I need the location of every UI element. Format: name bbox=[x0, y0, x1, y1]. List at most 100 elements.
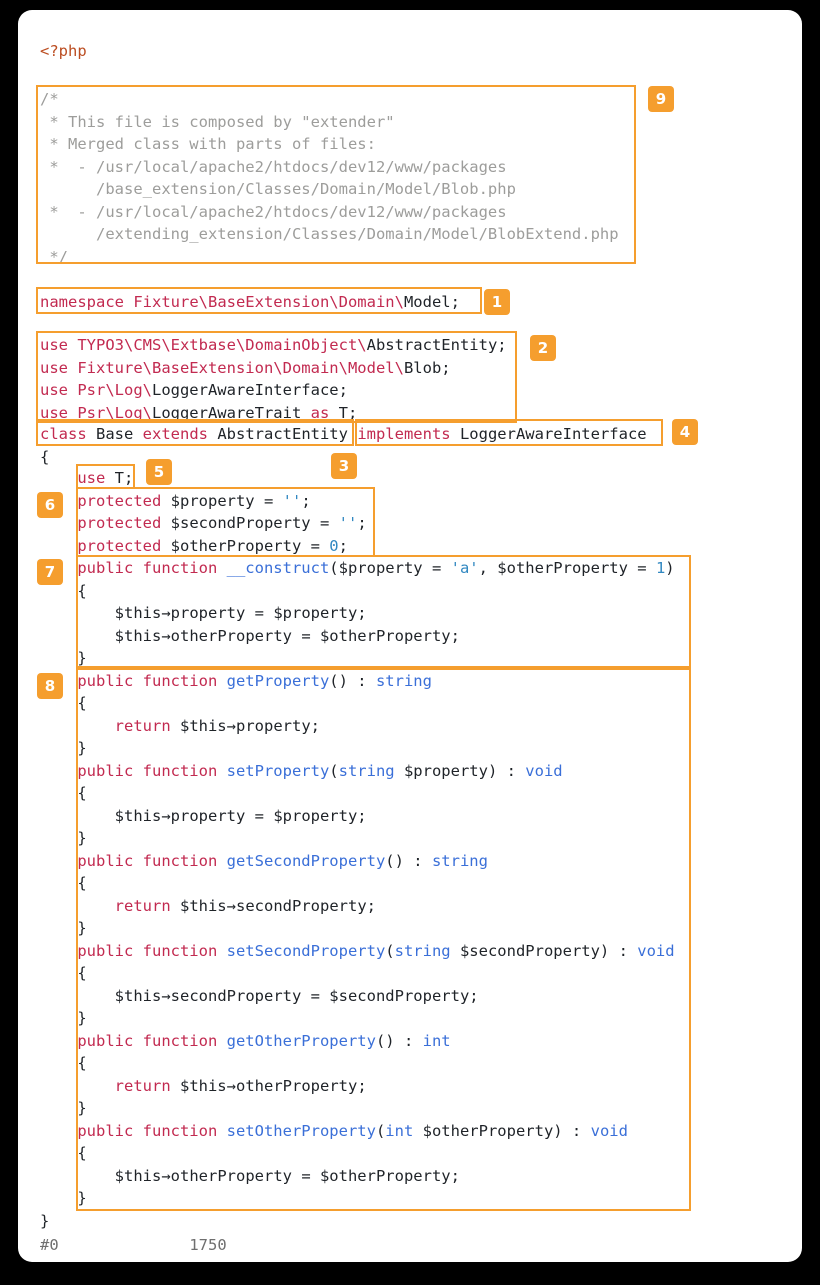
code-token: () : bbox=[375, 1031, 423, 1050]
code-token: ( bbox=[385, 941, 395, 960]
code-token: { bbox=[40, 1054, 87, 1072]
code-token: otherProperty = $otherProperty; bbox=[170, 626, 460, 645]
namespace-line: namespace Fixture\BaseExtension\Domain\M… bbox=[40, 291, 460, 314]
code-token: '' bbox=[338, 514, 358, 532]
code-line: class Base extends AbstractEntity implem… bbox=[40, 423, 647, 446]
code-line: } bbox=[40, 647, 675, 670]
code-token: LoggerAwareInterface; bbox=[151, 381, 348, 399]
code-token: public function bbox=[77, 1031, 227, 1050]
code-token: void bbox=[525, 761, 563, 780]
code-token: Psr\Log\ bbox=[77, 403, 152, 422]
code-token: string bbox=[338, 761, 395, 780]
code-token bbox=[40, 1122, 77, 1140]
code-token: setProperty bbox=[226, 761, 330, 780]
code-token: string bbox=[394, 941, 451, 960]
use-imports-block: use TYPO3\CMS\Extbase\DomainObject\Abstr… bbox=[40, 334, 507, 424]
code-token: $this bbox=[179, 1076, 227, 1095]
arrow-operator-glyph: → bbox=[161, 626, 171, 645]
code-token: extends bbox=[142, 425, 218, 443]
code-line: /base_extension/Classes/Domain/Model/Blo… bbox=[40, 178, 619, 201]
code-token: /extending_extension/Classes/Domain/Mode… bbox=[40, 225, 619, 243]
code-line: use Psr\Log\LoggerAwareInterface; bbox=[40, 379, 507, 402]
code-token: $property) : bbox=[394, 761, 526, 780]
code-token: return bbox=[114, 716, 180, 735]
code-token: ($property = bbox=[329, 559, 451, 577]
code-token: AbstractEntity bbox=[217, 425, 358, 443]
code-line: public function setProperty(string $prop… bbox=[40, 760, 675, 783]
code-line: } bbox=[40, 827, 675, 850]
arrow-operator-glyph: → bbox=[161, 986, 171, 1005]
class-close-brace: } bbox=[40, 1210, 49, 1233]
code-token: <?php bbox=[40, 42, 87, 60]
code-token: T; bbox=[338, 403, 358, 422]
code-line: use Fixture\BaseExtension\Domain\Model\B… bbox=[40, 357, 507, 380]
code-line: } bbox=[40, 917, 675, 940]
annotation-badge-5: 5 bbox=[146, 459, 172, 485]
code-line: $this→property = $property; bbox=[40, 805, 675, 828]
code-token: public function bbox=[77, 559, 227, 577]
code-line: } bbox=[40, 1187, 675, 1210]
code-token: otherProperty; bbox=[236, 1076, 367, 1095]
code-token: property = $property; bbox=[170, 604, 367, 622]
arrow-operator-glyph: → bbox=[226, 1076, 236, 1095]
code-token: use bbox=[40, 336, 78, 354]
code-token: public function bbox=[77, 761, 227, 780]
code-token bbox=[40, 537, 77, 555]
arrow-operator-glyph: → bbox=[226, 716, 236, 735]
code-line: return $this→secondProperty; bbox=[40, 895, 675, 918]
code-token: class bbox=[40, 425, 96, 443]
code-token: () : bbox=[385, 851, 432, 870]
code-token: 0 bbox=[329, 536, 339, 555]
code-token: Fixture\BaseExtension\Domain\ bbox=[133, 293, 404, 311]
code-token: $secondProperty = bbox=[170, 514, 339, 532]
code-token: ( bbox=[329, 761, 339, 780]
annotation-badge-1: 1 bbox=[484, 289, 510, 315]
code-token: public function bbox=[77, 671, 227, 690]
code-line: namespace Fixture\BaseExtension\Domain\M… bbox=[40, 291, 460, 314]
code-line: */ bbox=[40, 246, 619, 269]
code-token: { bbox=[40, 1144, 87, 1162]
code-token: } bbox=[40, 1009, 87, 1027]
code-token: Psr\Log\ bbox=[77, 381, 152, 399]
code-token: Model; bbox=[403, 293, 460, 311]
arrow-operator-glyph: → bbox=[161, 1166, 171, 1185]
code-token: Fixture\BaseExtension\Domain\Model\ bbox=[77, 358, 404, 377]
code-token: protected bbox=[77, 514, 171, 532]
code-token: $this bbox=[40, 604, 162, 622]
code-token: public function bbox=[77, 851, 227, 870]
code-token: return bbox=[114, 896, 180, 915]
code-line: use T; bbox=[40, 467, 675, 490]
code-token: #0 bbox=[40, 1236, 59, 1254]
code-token: TYPO3\CMS\Extbase\DomainObject\ bbox=[77, 336, 367, 354]
code-token: ; bbox=[301, 491, 311, 510]
code-token: void bbox=[637, 941, 675, 960]
code-token: '' bbox=[282, 491, 302, 510]
code-token: protected bbox=[77, 491, 171, 510]
class-open-brace: { bbox=[40, 446, 49, 469]
code-token bbox=[40, 1032, 77, 1050]
code-token: int bbox=[422, 1031, 451, 1050]
code-token bbox=[40, 1077, 115, 1095]
code-viewer-card: <?php /* * This file is composed by "ext… bbox=[18, 10, 802, 1262]
php-open-tag-line: <?php bbox=[40, 40, 87, 63]
code-token: * - /usr/local/apache2/htdocs/dev12/www/… bbox=[40, 157, 507, 176]
code-token bbox=[59, 1236, 190, 1254]
code-token: ( bbox=[375, 1121, 386, 1140]
code-token: LoggerAwareTrait bbox=[151, 403, 302, 422]
arrow-operator-glyph: → bbox=[226, 896, 236, 915]
code-token: string bbox=[375, 671, 432, 690]
code-token: 1750 bbox=[189, 1236, 227, 1254]
code-token: , $otherProperty = bbox=[478, 559, 656, 577]
code-token: * Merged class with parts of files: bbox=[40, 135, 376, 153]
code-line: { bbox=[40, 1142, 675, 1165]
arrow-operator-glyph: → bbox=[161, 806, 171, 825]
code-token: { bbox=[40, 964, 87, 982]
annotation-badge-8: 8 bbox=[37, 673, 63, 699]
code-token: LoggerAwareInterface bbox=[459, 425, 647, 443]
code-token: $otherProperty) : bbox=[413, 1121, 591, 1140]
code-line: $this→secondProperty = $secondProperty; bbox=[40, 985, 675, 1008]
code-line: { bbox=[40, 962, 675, 985]
code-line: * This file is composed by "extender" bbox=[40, 111, 619, 134]
merge-comment-block: /* * This file is composed by "extender"… bbox=[40, 88, 619, 268]
